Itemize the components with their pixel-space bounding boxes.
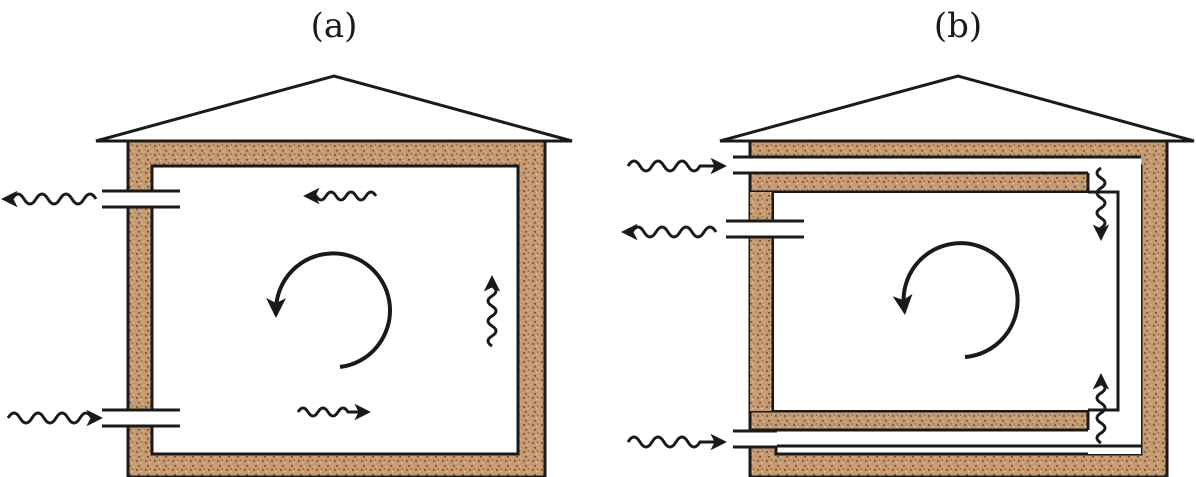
wavy-arrow-icon bbox=[621, 223, 718, 241]
wavy-arrow-icon bbox=[626, 433, 727, 451]
wavy-arrow-icon bbox=[6, 409, 103, 427]
vent-top bbox=[102, 189, 180, 209]
wavy-arrow-icon bbox=[1, 190, 98, 208]
circular-arrow-icon bbox=[266, 251, 392, 369]
inner-wall-bottom bbox=[748, 409, 1090, 432]
inner-wall-top bbox=[748, 171, 1090, 194]
roof bbox=[95, 74, 573, 143]
vent-bottom bbox=[733, 429, 777, 449]
panel-a-label: (a) bbox=[311, 6, 358, 46]
house-wall bbox=[126, 139, 547, 477]
inner-room bbox=[774, 193, 1114, 410]
circular-arrow-icon bbox=[892, 241, 1020, 359]
wavy-arrow-icon bbox=[483, 275, 501, 348]
air-channel-top bbox=[776, 157, 1088, 172]
wavy-arrow-icon bbox=[626, 157, 727, 175]
panel-b: (b) bbox=[621, 6, 1195, 477]
inner-wall-left bbox=[750, 192, 773, 411]
wavy-arrow-icon bbox=[1092, 373, 1110, 445]
panel-b-label: (b) bbox=[934, 6, 982, 46]
wavy-arrow-icon bbox=[296, 403, 371, 421]
air-channel-bottom bbox=[776, 431, 1088, 446]
panel-a: (a) bbox=[1, 6, 573, 477]
vent-bottom bbox=[102, 408, 180, 428]
wavy-arrow-icon bbox=[303, 187, 378, 205]
roof bbox=[719, 74, 1195, 143]
wavy-arrow-icon bbox=[1092, 166, 1110, 241]
air-channel bbox=[1088, 157, 1141, 454]
vent-middle bbox=[726, 219, 804, 239]
vent-top bbox=[733, 155, 777, 175]
